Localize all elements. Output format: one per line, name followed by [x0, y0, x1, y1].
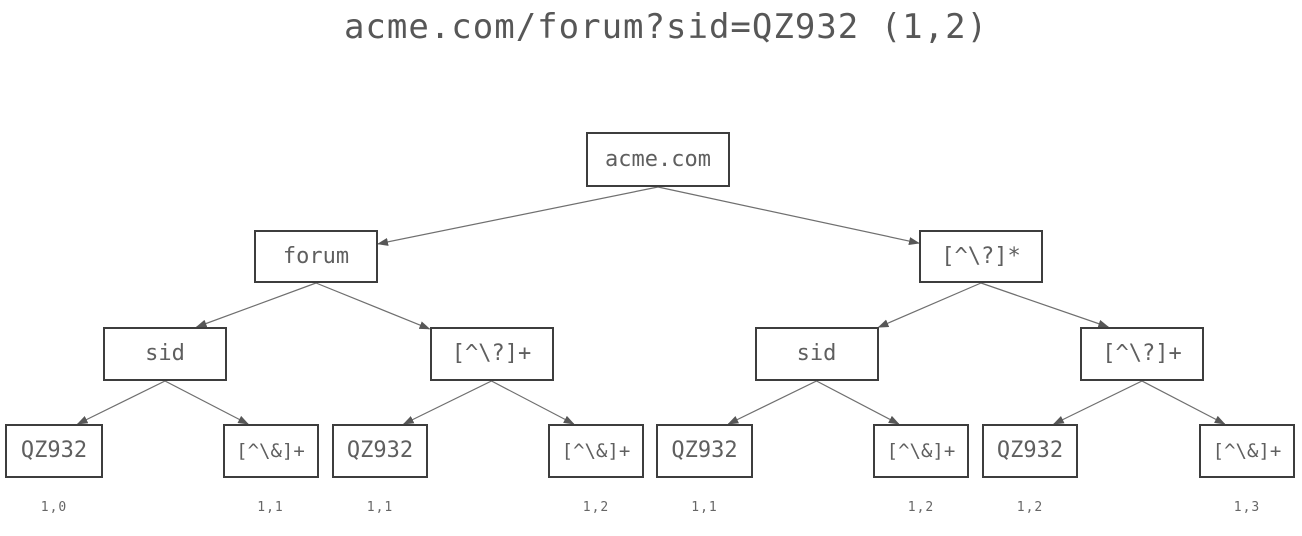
tree-node-leaf4: [^\&]+ [548, 424, 644, 478]
tree-node-sidL: sid [103, 327, 227, 381]
tree-edge-sidL-leaf1 [76, 380, 166, 425]
leaf-count-label-leaf6: 1,2 [907, 500, 935, 515]
leaf-count-label-leaf7: 1,2 [1016, 500, 1044, 515]
tree-node-leaf1: QZ932 [5, 424, 103, 478]
tree-node-root: acme.com [586, 132, 730, 187]
tree-edge-plusL-leaf4 [491, 380, 575, 425]
tree-edge-root-forum [377, 186, 659, 246]
tree-edge-sidR-leaf5 [727, 380, 817, 425]
leaf-count-label-leaf4: 1,2 [582, 500, 610, 515]
diagram-title: acme.com/forum?sid=QZ932 (1,2) [343, 7, 989, 47]
tree-edge-forum-plusL [315, 282, 431, 330]
tree-edge-plusR-leaf7 [1052, 380, 1143, 425]
tree-node-star: [^\?]* [919, 230, 1043, 283]
tree-edge-forum-sidL [195, 282, 317, 328]
leaf-count-label-leaf3: 1,1 [366, 500, 394, 515]
tree-edge-star-sidR [877, 282, 982, 328]
tree-edge-root-star [657, 186, 920, 245]
tree-edge-sidR-leaf6 [816, 380, 900, 425]
tree-node-plusR: [^\?]+ [1080, 327, 1204, 381]
tree-edge-sidL-leaf2 [164, 380, 250, 425]
tree-edge-star-plusR [980, 282, 1110, 328]
tree-node-leaf3: QZ932 [332, 424, 428, 478]
leaf-count-label-leaf8: 1,3 [1233, 500, 1261, 515]
tree-node-forum: forum [254, 230, 378, 283]
tree-edge-plusL-leaf3 [402, 380, 492, 425]
tree-node-leaf7: QZ932 [982, 424, 1078, 478]
leaf-count-label-leaf2: 1,1 [257, 500, 284, 515]
tree-node-sidR: sid [754, 327, 879, 381]
tree-node-leaf6: [^\&]+ [873, 424, 969, 478]
tree-node-leaf2: [^\&]+ [222, 424, 319, 478]
tree-node-leaf8: [^\&]+ [1199, 424, 1295, 478]
leaf-count-label-leaf5: 1,1 [691, 500, 718, 515]
tree-node-leaf5: QZ932 [656, 424, 753, 478]
tree-edge-plusR-leaf8 [1141, 380, 1226, 425]
tree-node-plusL: [^\?]+ [429, 327, 554, 381]
leaf-count-label-leaf1: 1,0 [40, 500, 68, 515]
